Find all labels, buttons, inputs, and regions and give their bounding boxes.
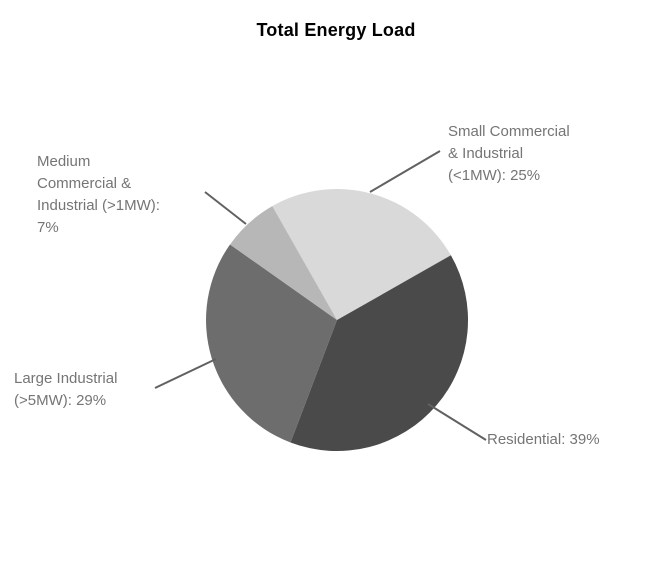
slice-label-small-ci: Small Commercial & Industrial (<1MW): 25… [448, 123, 570, 184]
pie-slice-3 [230, 206, 337, 320]
pie-slices [206, 189, 469, 452]
leader-line-large-industrial [154, 358, 217, 389]
chart-title: Total Energy Load [256, 20, 416, 40]
leader-line-residential [427, 403, 487, 441]
leader-line-medium-ci [204, 191, 247, 225]
leader-lines [154, 150, 487, 441]
slice-label-large-industrial: Large Industrial (>5MW): 29% [14, 370, 118, 409]
pie-slice-0 [272, 189, 451, 320]
slice-label-residential: Residential: 39% [487, 431, 600, 448]
leader-line-small-ci [369, 150, 441, 193]
slice-label-medium-ci: Medium Commercial & Industrial (>1MW): 7… [37, 153, 160, 236]
pie-slice-2 [206, 244, 337, 443]
pie-slice-1 [290, 255, 469, 452]
